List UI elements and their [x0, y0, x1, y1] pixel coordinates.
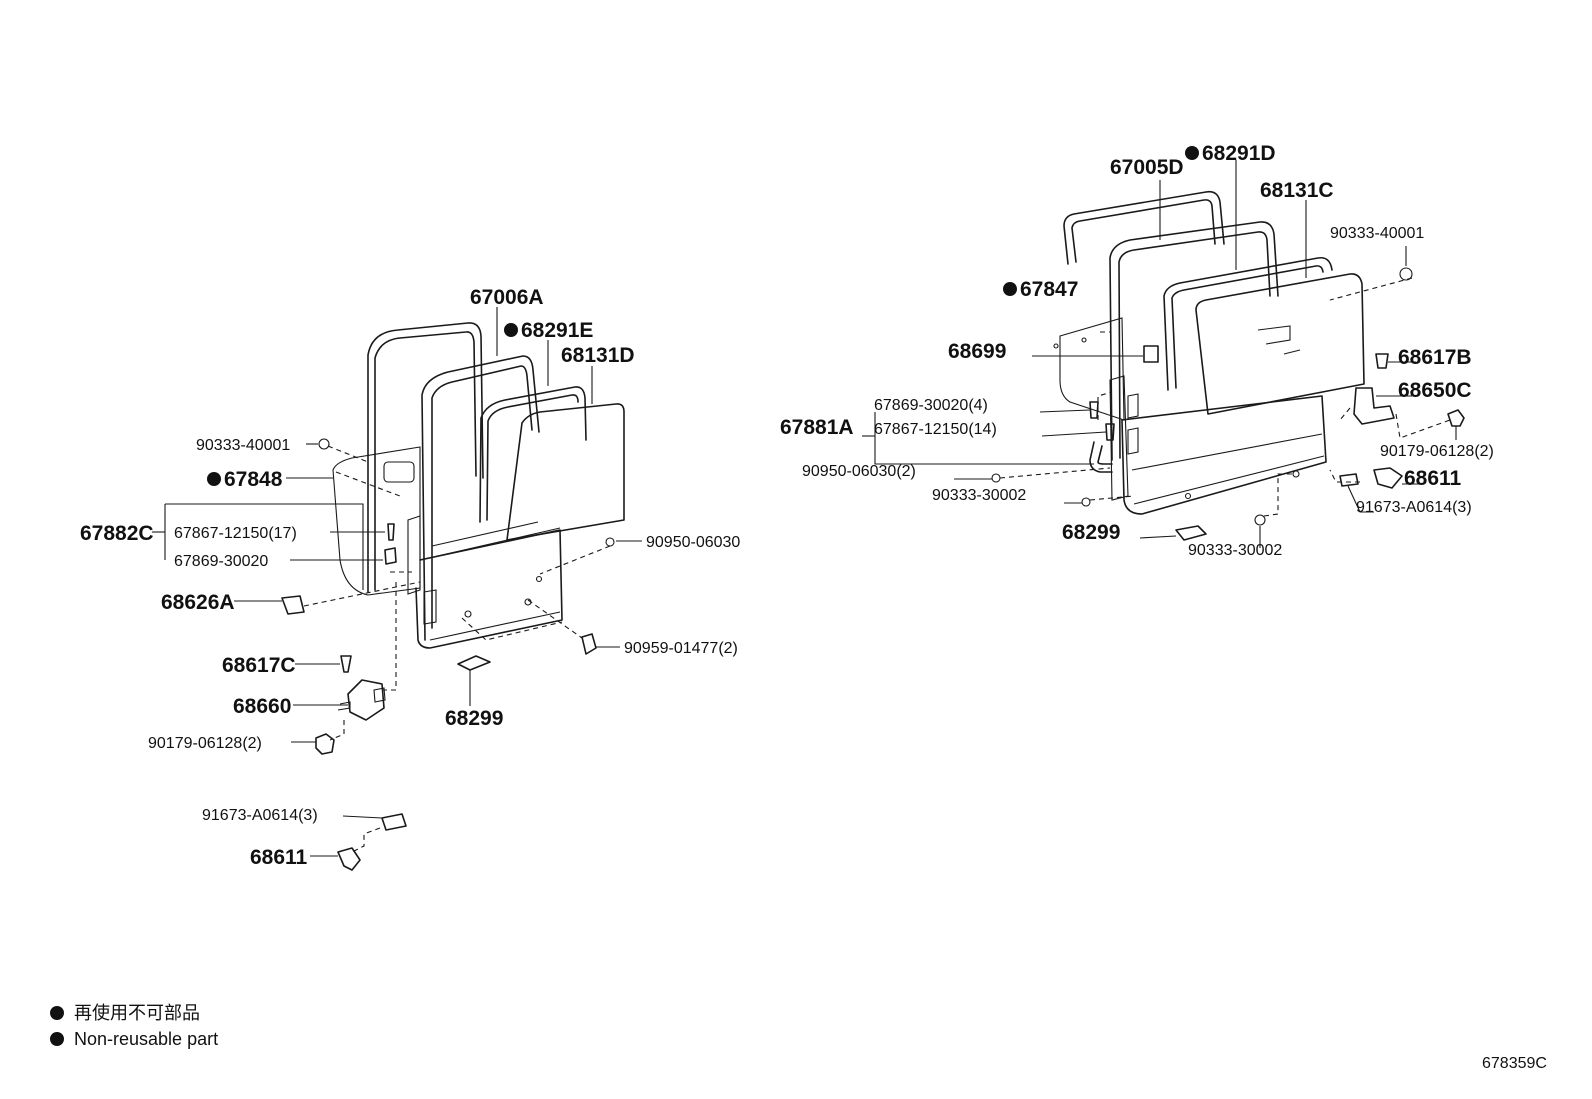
label-90333-30002-b: 90333-30002 [1188, 542, 1282, 559]
label-90179-06128-right: 90179-06128(2) [1380, 443, 1494, 460]
label-68291D: 68291D [1202, 142, 1276, 165]
left-door-illustration [281, 322, 625, 871]
label-90950-06030-right: 90950-06030(2) [802, 463, 916, 480]
label-90333-30002-a: 90333-30002 [932, 487, 1026, 504]
label-68291E: 68291E [521, 319, 593, 342]
right-door-labels: 67005D 68291D 68131C 90333-40001 67847 6… [780, 142, 1494, 559]
label-68699: 68699 [948, 340, 1006, 363]
label-67869-30020: 67869-30020 [174, 553, 268, 570]
non-reusable-bullet-icon [504, 323, 518, 337]
right-door-illustration [991, 190, 1465, 541]
non-reusable-bullet-icon [1003, 282, 1017, 296]
non-reusable-bullet-icon [207, 472, 221, 486]
label-90179-06128-left: 90179-06128(2) [148, 735, 262, 752]
label-68660: 68660 [233, 695, 291, 718]
label-68299-right: 68299 [1062, 521, 1120, 544]
label-67881A: 67881A [780, 416, 854, 439]
label-90959-01477: 90959-01477(2) [624, 640, 738, 657]
right-door-leaders [862, 160, 1457, 548]
label-91673-A0614-left: 91673-A0614(3) [202, 807, 318, 824]
label-90333-40001-right: 90333-40001 [1330, 225, 1424, 242]
legend: 再使用不可部品 Non-reusable part [50, 1003, 218, 1049]
legend-en: Non-reusable part [74, 1029, 218, 1049]
non-reusable-bullet-icon [50, 1032, 64, 1046]
label-67848: 67848 [224, 468, 283, 491]
label-68131C: 68131C [1260, 179, 1334, 202]
label-68626A: 68626A [161, 591, 235, 614]
label-68611-left: 68611 [250, 846, 308, 869]
non-reusable-bullet-icon [1185, 146, 1199, 160]
label-67006A: 67006A [470, 286, 544, 309]
left-door-leaders [152, 307, 642, 857]
label-91673-A0614-right: 91673-A0614(3) [1356, 499, 1472, 516]
left-door-labels: 67006A 68291E 68131D 90333-40001 67848 6… [80, 286, 740, 869]
label-67869-30020-right: 67869-30020(4) [874, 397, 988, 414]
label-67867-12150: 67867-12150(17) [174, 525, 297, 542]
diagram-code: 678359C [1482, 1055, 1547, 1072]
non-reusable-bullet-icon [50, 1006, 64, 1020]
label-68650C: 68650C [1398, 379, 1472, 402]
label-68617B: 68617B [1398, 346, 1472, 369]
label-90333-40001: 90333-40001 [196, 437, 290, 454]
label-67882C: 67882C [80, 522, 154, 545]
label-67847: 67847 [1020, 278, 1078, 301]
legend-jp: 再使用不可部品 [74, 1003, 200, 1023]
label-67867-12150-right: 67867-12150(14) [874, 421, 997, 438]
label-68611-right: 68611 [1404, 467, 1462, 490]
label-68131D: 68131D [561, 344, 635, 367]
label-68617C: 68617C [222, 654, 296, 677]
label-90950-06030: 90950-06030 [646, 534, 740, 551]
label-68299-left: 68299 [445, 707, 503, 730]
label-67005D: 67005D [1110, 156, 1184, 179]
